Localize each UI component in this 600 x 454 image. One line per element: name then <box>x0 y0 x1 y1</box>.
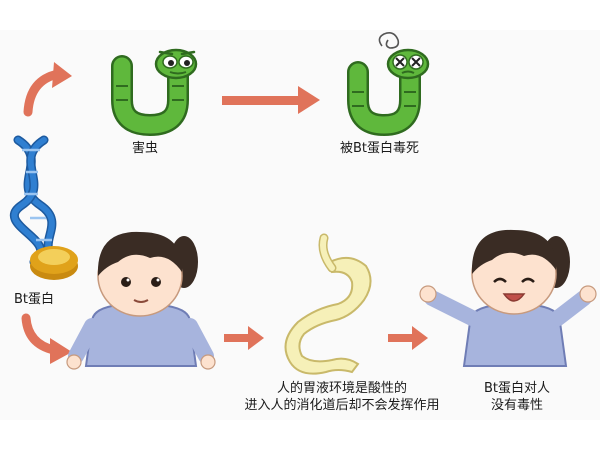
right-arrow-top-icon <box>222 86 320 114</box>
dna-helix-icon <box>9 135 65 267</box>
worm-dead-icon <box>347 32 430 137</box>
label-stomach: 人的胃液环境是酸性的 进入人的消化道后却不会发挥作用 <box>222 380 462 414</box>
worm-alive-icon <box>111 48 198 137</box>
label-safe-line2: 没有毒性 <box>490 398 543 413</box>
right-arrow-bottom-1-icon <box>224 326 264 350</box>
right-arrow-bottom-2-icon <box>388 326 428 350</box>
label-pest: 害虫 <box>132 141 159 156</box>
label-bt-protein: Bt蛋白 <box>14 292 55 307</box>
bt-protein-icon <box>30 246 78 280</box>
label-safe-line1: Bt蛋白对人 <box>483 381 551 396</box>
label-stomach-line1: 人的胃液环境是酸性的 <box>276 381 407 396</box>
curved-arrow-top-icon <box>23 62 72 117</box>
label-pest-dead: 被Bt蛋白毒死 <box>340 141 420 156</box>
label-safe: Bt蛋白对人 没有毒性 <box>462 380 572 414</box>
stomach-icon <box>284 233 372 375</box>
person-neutral-icon <box>66 231 216 370</box>
person-happy-icon <box>419 229 597 367</box>
label-stomach-line2: 进入人的消化道后却不会发挥作用 <box>244 398 440 413</box>
curved-arrow-bottom-icon <box>21 313 72 364</box>
